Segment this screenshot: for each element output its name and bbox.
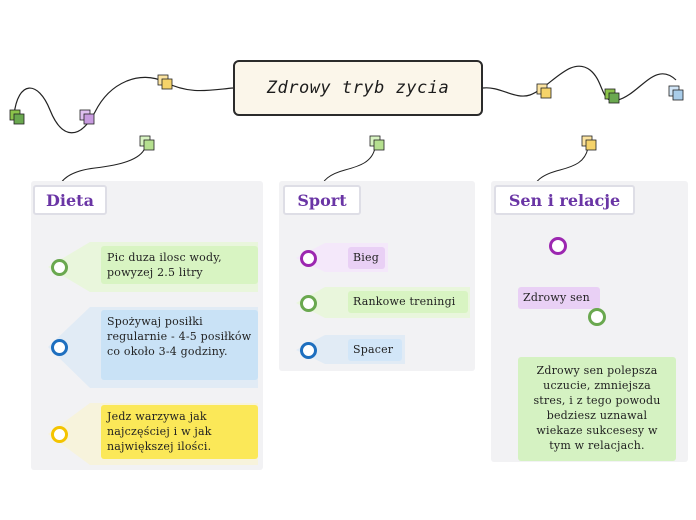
dieta-item-3[interactable]: Jedz warzywa jak najczęściej i w jak naj… <box>101 405 258 459</box>
branch-icon-sen <box>581 135 597 151</box>
decorative-rope-left <box>13 76 234 134</box>
dieta-item-1[interactable]: Pic duza ilosc wody, powyzej 2.5 litry <box>101 246 258 284</box>
sen-summary[interactable]: Zdrowy sen polepsza uczucie, zmniejsza s… <box>518 357 676 461</box>
sport-node-1[interactable] <box>300 250 317 267</box>
decorative-rope-right <box>482 65 677 102</box>
rope-icon-4 <box>536 83 552 99</box>
sen-node-top[interactable] <box>549 237 567 255</box>
header-sen-i-relacje[interactable]: Sen i relacje <box>494 185 635 215</box>
header-dieta[interactable]: Dieta <box>33 185 107 215</box>
dieta-node-3[interactable] <box>51 426 68 443</box>
dieta-node-2[interactable] <box>51 339 68 356</box>
sport-item-3[interactable]: Spacer <box>348 339 402 361</box>
branch-icon-dieta <box>139 135 155 151</box>
sport-item-2[interactable]: Rankowe treningi <box>348 291 468 313</box>
dieta-item-2[interactable]: Spożywaj posiłki regularnie - 4-5 posiłk… <box>101 310 258 380</box>
rope-icon-1 <box>9 109 25 125</box>
rope-icon-6 <box>668 85 684 101</box>
sen-node-label[interactable]: Zdrowy sen <box>518 287 600 309</box>
sen-node-bottom[interactable] <box>588 308 606 326</box>
central-topic[interactable]: Zdrowy tryb zycia <box>233 60 483 116</box>
dieta-node-1[interactable] <box>51 259 68 276</box>
rope-icon-3 <box>157 74 173 90</box>
rope-icon-2 <box>79 109 95 125</box>
header-sport[interactable]: Sport <box>283 185 361 215</box>
sport-node-3[interactable] <box>300 342 317 359</box>
sport-node-2[interactable] <box>300 295 317 312</box>
sport-item-1[interactable]: Bieg <box>348 247 385 269</box>
rope-icon-5 <box>604 88 620 104</box>
branch-icon-sport <box>369 135 385 151</box>
